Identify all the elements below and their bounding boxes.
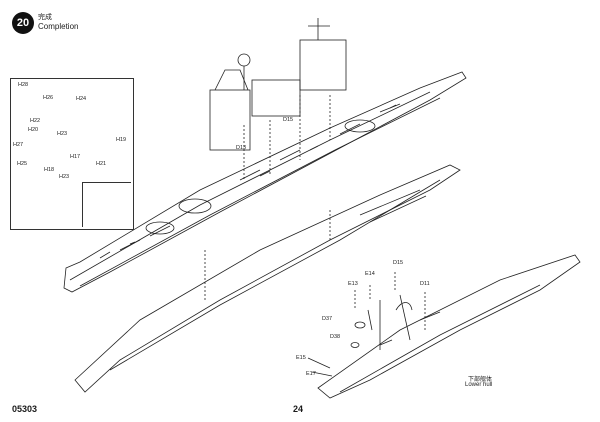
inset-part-label: H24 <box>76 96 87 102</box>
inset-part-label: H17 <box>70 154 81 160</box>
inset-part-label: H28 <box>18 82 29 88</box>
part-callout-label: D15 <box>393 260 404 266</box>
inset-part-label: H21 <box>96 161 107 167</box>
step-title-cn: 完成 <box>38 14 52 21</box>
part-callout-label: E15 <box>296 355 306 361</box>
inset-part-label: H23 <box>57 131 68 137</box>
inset-part-label: H23 <box>59 174 70 180</box>
part-callout-label: D13 <box>236 145 247 151</box>
inset-part-label: H20 <box>28 127 39 133</box>
mid-superstructure <box>251 79 301 117</box>
part-callout-label: D15 <box>283 117 294 123</box>
lower-hull-side <box>317 254 581 399</box>
part-callout-label: E14 <box>365 271 375 277</box>
part-callout-label: D11 <box>420 281 430 287</box>
part-callout-label: D38 <box>330 334 341 340</box>
inset-part-label: H26 <box>43 95 54 101</box>
aircraft-detail-inset <box>82 182 131 227</box>
part-callout-label: E17 <box>306 371 316 377</box>
aft-superstructure <box>299 39 347 91</box>
inset-part-label: H22 <box>30 118 41 124</box>
bridge-tower <box>209 89 251 151</box>
step-title-en: Completion <box>38 22 79 31</box>
lower-hull-label-cn: 下部舰体 <box>468 377 493 383</box>
part-callout-label: E13 <box>348 281 358 287</box>
inset-part-label: H25 <box>17 161 28 167</box>
lower-hull-label-en: Lower hull <box>465 382 493 388</box>
upper-hull-outline <box>63 71 467 293</box>
step-number-badge: 20 <box>12 12 34 34</box>
lower-hull-top <box>74 164 461 393</box>
inset-part-label: H27 <box>13 142 24 148</box>
product-code: 05303 <box>12 404 38 414</box>
inset-part-label: H18 <box>44 167 55 173</box>
part-callout-label: D37 <box>322 316 333 322</box>
inset-part-label: H19 <box>116 137 127 143</box>
page-number: 24 <box>293 404 304 414</box>
radar-dish <box>237 53 251 67</box>
